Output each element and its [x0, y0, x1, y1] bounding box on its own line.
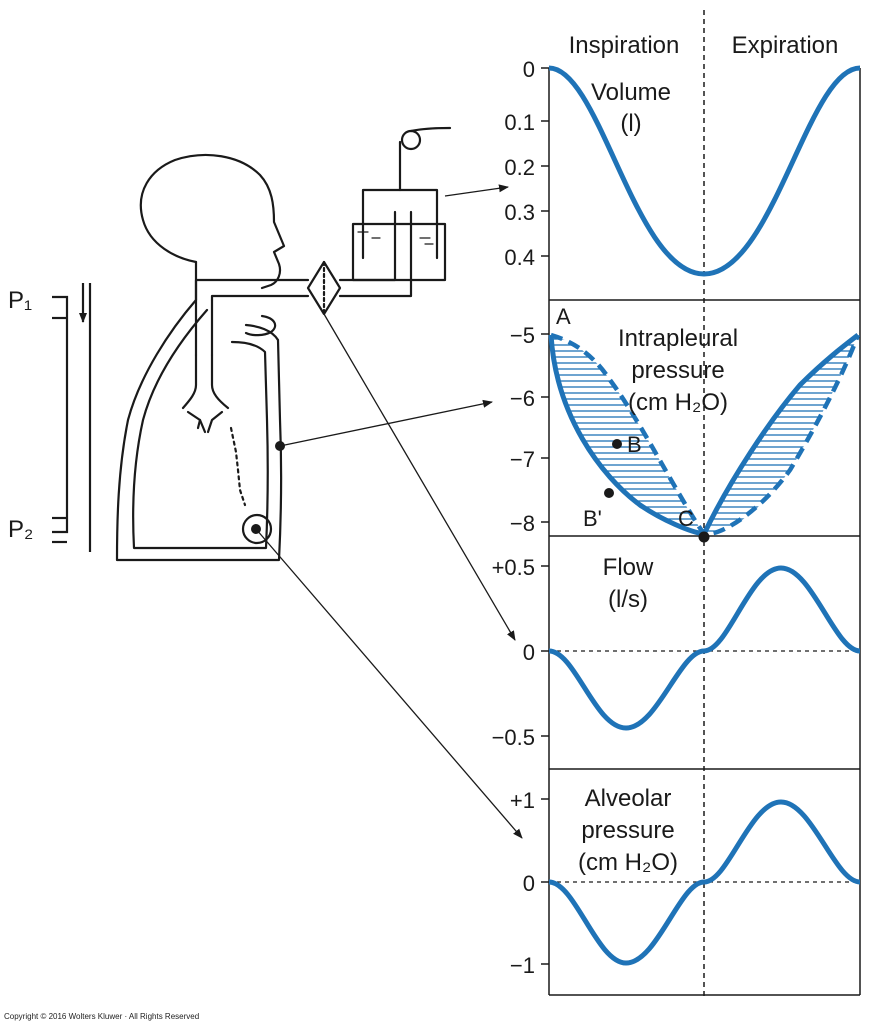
intrapleural-tick-label: −6	[510, 386, 535, 411]
copyright: Copyright © 2016 Wolters Kluwer · All Ri…	[4, 1012, 199, 1021]
head-outline	[139, 153, 286, 290]
point-b-prime-marker	[604, 488, 614, 498]
point-b-prime-label: B'	[583, 506, 602, 531]
volume-curve	[548, 65, 861, 277]
intrapleural-title: Intrapleural pressure (cm H₂O)	[618, 325, 738, 416]
alveolar-title: Alveolar pressure (cm H₂O)	[578, 785, 678, 876]
volume-tick-label: 0.2	[504, 155, 535, 180]
p1-label: P₁	[8, 287, 32, 314]
volume-tick-label: 0.3	[504, 200, 535, 225]
alveolar-ticks: +1 0 −1	[510, 788, 549, 978]
intrapleural-hatch	[551, 335, 858, 536]
valve	[306, 260, 342, 316]
alveolar-title-line: (cm H₂O)	[578, 849, 678, 876]
flow-tick-label: −0.5	[492, 725, 535, 750]
volume-title: Volume (l)	[591, 79, 671, 137]
manometer	[52, 283, 92, 552]
flow-title-line: Flow	[603, 554, 654, 581]
subject-illustration	[115, 126, 452, 562]
flow-ticks: +0.5 0 −0.5	[492, 555, 549, 750]
torso-outline	[115, 260, 283, 562]
alveolar-tick-label: 0	[523, 871, 535, 896]
connector-arrows	[255, 184, 523, 839]
chest-wall-inner	[132, 308, 269, 550]
intrapleural-ticks: −5 −6 −7 −8	[510, 323, 549, 536]
flow-title-line: (l/s)	[608, 586, 648, 613]
flow-tick-label: 0	[523, 640, 535, 665]
airway-tube	[210, 353, 230, 410]
flow-tick-label: +0.5	[492, 555, 535, 580]
alveolar-title-line: Alveolar	[585, 785, 672, 812]
mouthpiece-tube	[194, 278, 310, 302]
p2-label: P₂	[8, 516, 33, 543]
volume-title-line: Volume	[591, 79, 671, 106]
spirometer-pulley	[400, 129, 422, 151]
intrapleural-tick-label: −7	[510, 447, 535, 472]
point-c-marker	[698, 531, 710, 543]
airway-tube	[181, 353, 198, 410]
alveolar-tick-label: −1	[510, 953, 535, 978]
intrapleural-title-line: pressure	[631, 357, 724, 384]
spirometer-tank	[351, 222, 447, 282]
volume-tick-label: 0.4	[504, 245, 535, 270]
point-b-marker	[612, 439, 622, 449]
volume-ticks: 0 0.1 0.2 0.3 0.4	[504, 57, 549, 270]
expiration-label: Expiration	[732, 32, 839, 59]
flow-curve	[548, 565, 861, 731]
intrapleural-tick-label: −5	[510, 323, 535, 348]
intrapleural-title-line: Intrapleural	[618, 325, 738, 352]
intrapleural-tick-label: −8	[510, 511, 535, 536]
intrapleural-title-line: (cm H₂O)	[628, 389, 728, 416]
point-a-label: A	[556, 304, 571, 329]
point-c-label: C	[678, 506, 694, 531]
alveolus	[241, 513, 273, 545]
alveolar-curve	[548, 799, 861, 966]
volume-title-line: (l)	[620, 110, 641, 137]
flow-title: Flow (l/s)	[603, 554, 654, 613]
volume-tick-label: 0.1	[504, 110, 535, 135]
inspiration-label: Inspiration	[569, 32, 680, 59]
alveolar-title-line: pressure	[581, 817, 674, 844]
alveolar-tick-label: +1	[510, 788, 535, 813]
volume-tick-label: 0	[523, 57, 535, 82]
point-b-label: B	[627, 432, 642, 457]
